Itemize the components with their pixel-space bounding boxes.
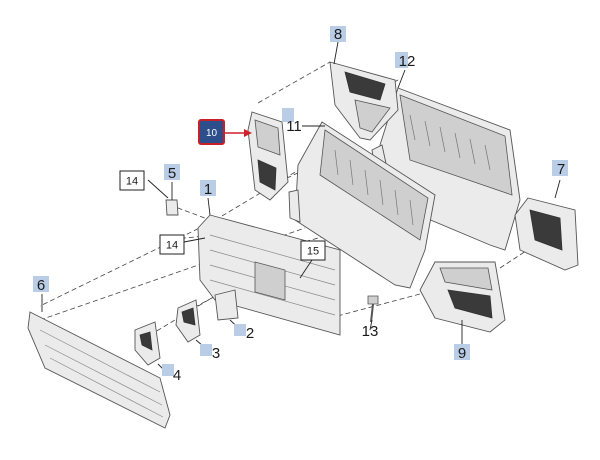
- svg-text:14: 14: [126, 176, 138, 188]
- callout-5: 5: [164, 164, 180, 182]
- callout-1: 1: [200, 180, 216, 198]
- callout-2: 2: [234, 324, 254, 342]
- part-11-middle-louver-panel: [288, 121, 436, 289]
- callout-14-top: 14: [119, 170, 145, 191]
- part-10-side-bracket: [247, 111, 289, 201]
- callout-6: 6: [33, 276, 49, 294]
- svg-text:7: 7: [557, 161, 565, 178]
- callout-14-bottom: 14: [159, 234, 185, 255]
- part-7-right-air-duct: [514, 197, 579, 271]
- callout-9: 9: [454, 344, 470, 362]
- callout-3: 3: [200, 344, 220, 362]
- callout-11: 11: [282, 108, 302, 135]
- callout-10: 10: [198, 119, 225, 145]
- svg-text:10: 10: [206, 128, 218, 139]
- svg-text:8: 8: [334, 26, 342, 43]
- svg-text:3: 3: [212, 345, 220, 362]
- svg-text:13: 13: [362, 323, 379, 340]
- part-3-bracket: [175, 299, 201, 343]
- part-6-lower-grille: [27, 311, 171, 429]
- part-8-upper-air-duct: [329, 61, 399, 141]
- svg-text:1: 1: [204, 181, 212, 198]
- part-2-bracket: [214, 289, 239, 321]
- highlight-arrowhead: [244, 129, 252, 137]
- svg-text:2: 2: [246, 325, 254, 342]
- callout-12: 12: [395, 52, 415, 70]
- part-13-bolt: [367, 295, 379, 323]
- part-9-lower-air-duct: [419, 261, 506, 333]
- callout-13: 13: [362, 323, 379, 340]
- part-4-bracket: [134, 321, 161, 366]
- callout-7: 7: [552, 160, 568, 178]
- part-5-clip: [165, 199, 179, 216]
- svg-text:12: 12: [399, 53, 416, 70]
- svg-text:15: 15: [307, 246, 319, 258]
- svg-text:5: 5: [168, 165, 176, 182]
- callout-15: 15: [300, 240, 326, 261]
- leader-lines: [41, 41, 561, 375]
- svg-text:4: 4: [173, 367, 181, 384]
- svg-text:11: 11: [286, 118, 302, 135]
- svg-text:9: 9: [458, 345, 466, 362]
- svg-text:14: 14: [166, 240, 178, 252]
- svg-text:6: 6: [37, 277, 45, 294]
- callout-8: 8: [330, 26, 346, 43]
- callout-4: 4: [162, 364, 181, 384]
